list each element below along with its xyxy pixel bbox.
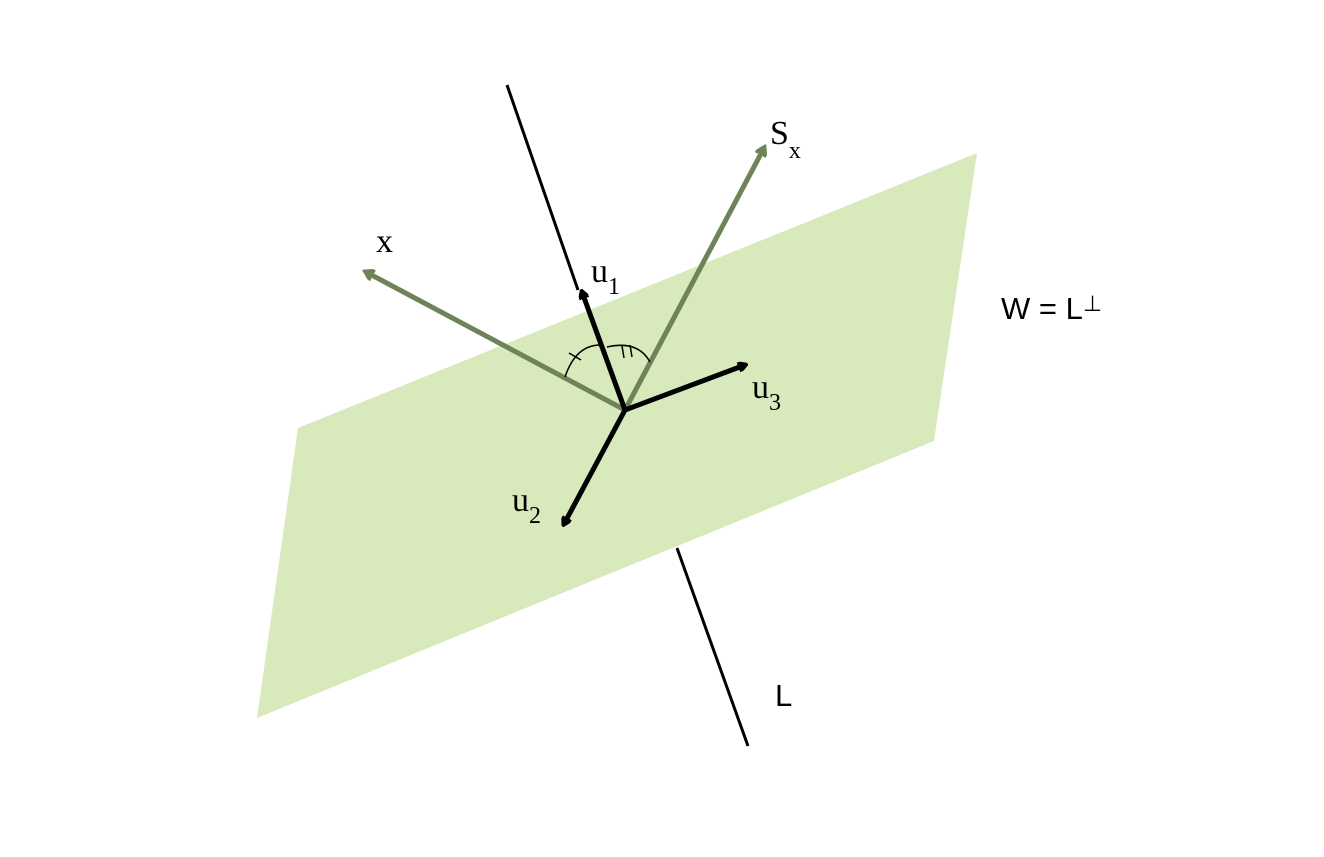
label-u3: u3 [752, 369, 781, 416]
angle-arc-x-u1 [564, 344, 603, 378]
label-u1: u1 [591, 253, 620, 300]
label-u2: u2 [512, 482, 541, 529]
vector-u2 [564, 408, 628, 524]
label-line-l: L [775, 678, 792, 713]
label-plane-w-perp: ⊥ [1083, 291, 1102, 316]
angle-tick-double-2 [629, 344, 633, 358]
vector-u1 [582, 292, 628, 411]
label-sx: Sx [770, 115, 801, 164]
label-plane-w-main: W = L [1001, 291, 1083, 326]
angle-tick-single [568, 352, 582, 361]
plane-w [257, 153, 977, 718]
label-u1-subscript: 1 [608, 274, 620, 300]
label-u3-main: u [752, 369, 769, 406]
line-l-lower [675, 547, 750, 747]
label-plane-w: W = L⊥ [1001, 291, 1102, 326]
angle-tick-double-1 [621, 345, 625, 359]
vector-x [366, 272, 627, 413]
label-sx-subscript: x [789, 138, 801, 164]
label-sx-main: S [770, 115, 789, 152]
vector-u3 [624, 365, 745, 413]
label-u2-main: u [512, 482, 529, 519]
vector-sx [622, 148, 764, 412]
angle-arc-u1-sx [606, 344, 651, 363]
label-u3-subscript: 3 [769, 390, 781, 416]
label-u2-subscript: 2 [529, 503, 541, 529]
line-l-upper [505, 84, 580, 291]
label-u1-main: u [591, 253, 608, 290]
label-x: x [376, 223, 393, 260]
